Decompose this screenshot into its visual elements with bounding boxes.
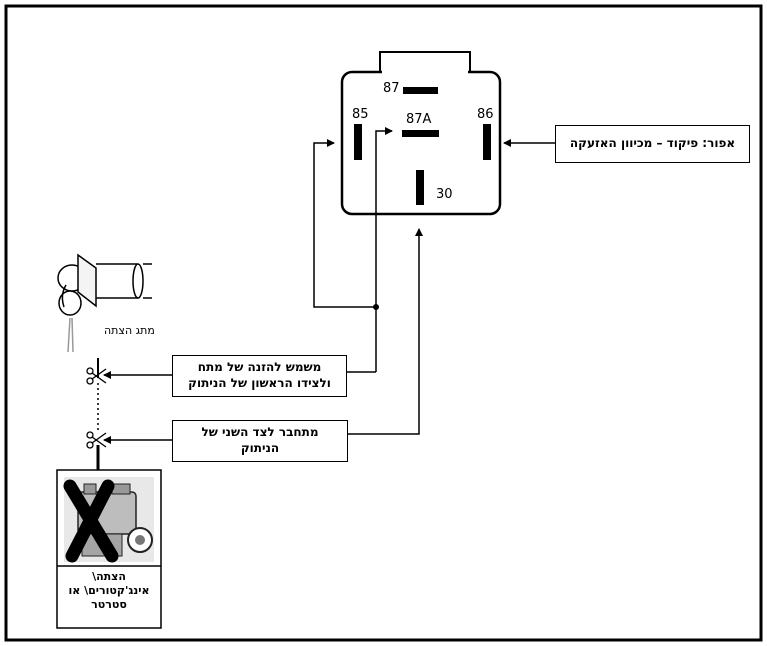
second-side-line2: הניתוק [240,441,280,455]
feed-note-box: אפור: פיקוד – מכיוון האזעקה [555,125,750,163]
pin-85-label: 85 [352,107,369,122]
wire-to-30 [348,228,423,435]
pin-86-label: 86 [477,107,494,122]
wire-to-87a [375,127,393,372]
pin-86-blade [483,124,491,160]
pin-87-blade [403,87,438,94]
engine-caption: הצתה\ אינג'קטורים\ או סטרטר [57,570,161,611]
pin-87a-blade [402,130,439,137]
relay-tab-mask [382,70,468,75]
crossed-engine-icon [63,477,154,563]
scissors-cut-icon-2 [86,431,107,449]
engine-caption-line3: סטרטר [91,597,127,611]
switch-caption: מתג הצתה [104,324,155,337]
first-side-line2: ולצידו הראשון של הניתוק [188,376,331,390]
pin-87a-label: 87A [406,112,432,127]
feed-note-text: אפור: פיקוד – מכיוון האזעקה [569,136,736,151]
pin-30-blade [416,170,424,205]
pin-85-blade [354,124,362,160]
ignition-key-icon [57,253,152,353]
pin-30-label: 30 [436,187,453,202]
scissors-cut-icon [86,367,107,385]
first-side-line1: משמש להזנה של מתח [197,360,322,375]
first-side-box: משמש להזנה של מתח ולצידו הראשון של הניתו… [172,355,347,397]
second-side-line1: מתחבר לצד השני של [201,425,319,440]
junction-dot [373,304,379,310]
outer-frame [4,4,763,642]
pin-87-label: 87 [383,81,400,96]
second-side-box: מתחבר לצד השני של הניתוק [172,420,348,462]
wire-to-85 [313,139,376,308]
engine-caption-line1: הצתה\ [92,570,126,583]
engine-caption-line2: אינג'קטורים\ או [68,583,150,597]
